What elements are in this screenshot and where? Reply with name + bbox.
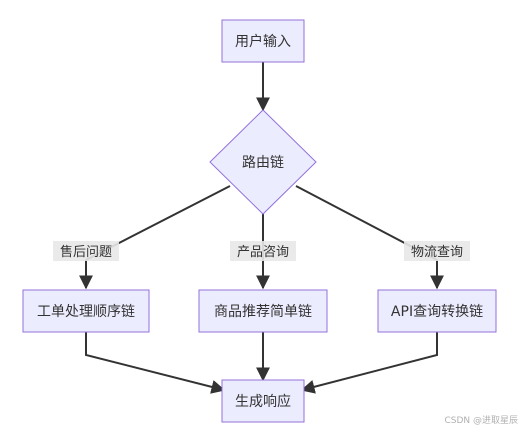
watermark: CSDN @进取星辰 xyxy=(444,416,518,426)
svg-text:工单处理顺序链: 工单处理顺序链 xyxy=(37,304,135,320)
svg-text:路由链: 路由链 xyxy=(242,155,284,171)
svg-text:售后问题: 售后问题 xyxy=(60,244,112,260)
edge-label-product: 产品咨询 xyxy=(230,241,296,261)
node-router: 路由链 xyxy=(209,109,317,215)
node-after-sales-chain: 工单处理顺序链 xyxy=(22,289,150,333)
edge-label-logistics: 物流查询 xyxy=(404,241,470,261)
node-user-input: 用户输入 xyxy=(221,19,305,63)
edge-api-to-response xyxy=(300,332,438,394)
node-response: 生成响应 xyxy=(221,379,305,423)
svg-text:商品推荐简单链: 商品推荐简单链 xyxy=(214,303,312,320)
svg-text:产品咨询: 产品咨询 xyxy=(237,245,289,260)
svg-text:API查询转换链: API查询转换链 xyxy=(391,303,483,320)
node-api-query-chain: API查询转换链 xyxy=(377,289,497,333)
edge-router-to-after-sales xyxy=(79,185,231,290)
svg-text:物流查询: 物流查询 xyxy=(411,245,463,260)
edge-router-to-api xyxy=(295,185,444,290)
node-product-recommend-chain: 商品推荐简单链 xyxy=(198,289,328,333)
svg-text:用户输入: 用户输入 xyxy=(235,33,291,50)
edge-label-after-sales: 售后问题 xyxy=(53,241,119,261)
svg-text:生成响应: 生成响应 xyxy=(235,393,291,410)
edge-after-sales-to-response xyxy=(85,332,226,394)
